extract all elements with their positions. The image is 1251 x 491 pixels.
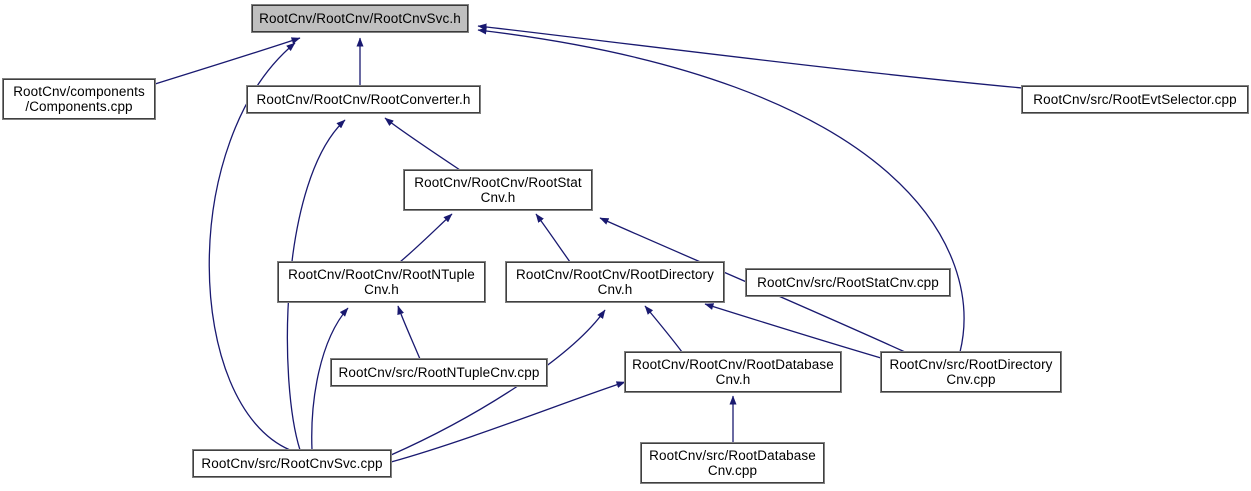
graph-node-label: RootCnv/RootCnv/RootConverter.h: [256, 92, 471, 107]
graph-edge: [644, 305, 683, 353]
graph-edge: [535, 213, 571, 263]
graph-node-label: RootCnv/src/RootDatabase Cnv.cpp: [649, 448, 816, 478]
graph-node-rootcnvsvc-cpp[interactable]: RootCnv/src/RootCnvSvc.cpp: [192, 449, 392, 478]
graph-node-rootdirectorycnv-h[interactable]: RootCnv/RootCnv/RootDirectory Cnv.h: [505, 261, 725, 303]
graph-edge: [397, 305, 421, 360]
graph-edge: [704, 303, 882, 359]
graph-node-label: RootCnv/RootCnv/RootCnvSvc.h: [259, 11, 461, 26]
graph-node-rootdatabasecnv-cpp[interactable]: RootCnv/src/RootDatabase Cnv.cpp: [640, 442, 825, 484]
graph-node-rootdatabasecnv-h[interactable]: RootCnv/RootCnv/RootDatabase Cnv.h: [624, 351, 842, 393]
graph-node-label: RootCnv/RootCnv/RootStat Cnv.h: [414, 175, 582, 205]
graph-edge: [384, 117, 461, 171]
graph-node-label: RootCnv/src/RootEvtSelector.cpp: [1033, 92, 1237, 107]
graph-node-label: RootCnv/src/RootDirectory Cnv.cpp: [889, 357, 1053, 387]
graph-node-rootcnvsvc-h[interactable]: RootCnv/RootCnv/RootCnvSvc.h: [251, 4, 469, 33]
graph-node-components-cpp[interactable]: RootCnv/components /Components.cpp: [2, 78, 156, 120]
graph-node-label: RootCnv/RootCnv/RootDatabase Cnv.h: [632, 357, 834, 387]
graph-node-label: RootCnv/RootCnv/RootNTuple Cnv.h: [288, 267, 475, 297]
graph-node-rootevtselector-cpp[interactable]: RootCnv/src/RootEvtSelector.cpp: [1021, 85, 1249, 114]
graph-node-rootntuplecnv-h[interactable]: RootCnv/RootCnv/RootNTuple Cnv.h: [277, 261, 486, 303]
graph-node-label: RootCnv/components /Components.cpp: [13, 84, 145, 114]
graph-edge: [390, 381, 626, 463]
graph-edge: [154, 37, 301, 85]
graph-node-rootntuplecnv-cpp[interactable]: RootCnv/src/RootNTupleCnv.cpp: [330, 358, 548, 387]
graph-node-rootstatcnv-cpp[interactable]: RootCnv/src/RootStatCnv.cpp: [745, 268, 951, 297]
graph-node-rootconverter-h[interactable]: RootCnv/RootCnv/RootConverter.h: [246, 85, 481, 114]
graph-node-rootstatcnv-h[interactable]: RootCnv/RootCnv/RootStat Cnv.h: [403, 169, 593, 211]
graph-node-rootdirectorycnv-cpp[interactable]: RootCnv/src/RootDirectory Cnv.cpp: [880, 351, 1062, 393]
graph-edge: [399, 213, 453, 263]
graph-node-label: RootCnv/RootCnv/RootDirectory Cnv.h: [516, 267, 714, 297]
graph-node-label: RootCnv/src/RootCnvSvc.cpp: [201, 456, 383, 471]
graph-edge: [477, 23, 1023, 89]
graph-node-label: RootCnv/src/RootStatCnv.cpp: [757, 275, 939, 290]
graph-node-label: RootCnv/src/RootNTupleCnv.cpp: [338, 365, 540, 380]
